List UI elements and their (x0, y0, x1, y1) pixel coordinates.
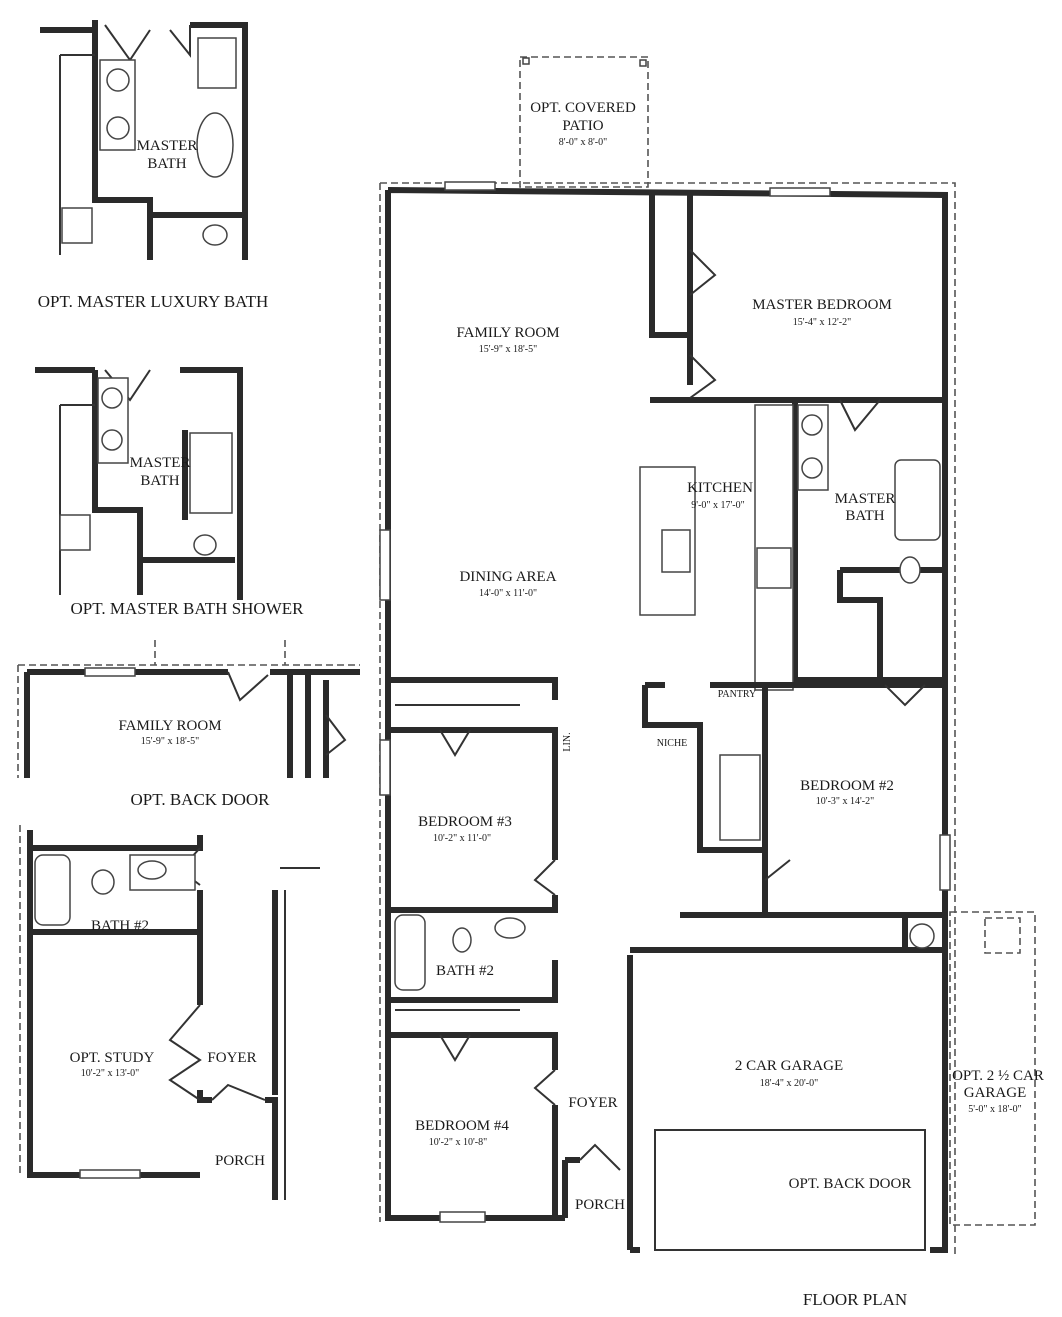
family-room-size: 15'-9" x 18'-5" (479, 344, 537, 355)
shower-bath-room-label: MASTER (130, 455, 191, 471)
door-swing (839, 399, 881, 432)
opt-garage-label: GARAGE (964, 1085, 1027, 1101)
bedroom-2-size: 10'-3" x 14'-2" (816, 796, 874, 807)
porch-walls (562, 1157, 580, 1218)
opt-master-bath-shower: MASTER BATH OPT. MASTER BATH SHOWER (35, 367, 305, 618)
study-room-size: 10'-2" x 13'-0" (81, 1068, 139, 1079)
main-room-labels: OPT. COVERED PATIO 8'-0" x 8'-0" FAMILY … (415, 100, 1044, 1309)
water-heater (909, 923, 935, 949)
exterior-wall (385, 187, 948, 1253)
door-swing (689, 249, 717, 399)
garage-utility-walls (630, 912, 945, 953)
porch-label: PORCH (575, 1197, 625, 1213)
exterior-offset-line (379, 182, 956, 1258)
master-bedroom-size: 15'-4" x 12'-2" (793, 317, 851, 328)
patio-label: OPT. COVERED (530, 100, 636, 116)
garage-door-outline (654, 1129, 926, 1251)
master-bath-label: BATH (845, 508, 884, 524)
bath-2-label: BATH #2 (436, 963, 494, 979)
patio-size: 8'-0" x 8'-0" (559, 137, 607, 148)
bedroom-4-size: 10'-2" x 10'-8" (429, 1137, 487, 1148)
opt-back-door: FAMILY ROOM 15'-9" x 18'-5" OPT. BACK DO… (17, 640, 360, 809)
back-door-room-size: 15'-9" x 18'-5" (141, 736, 199, 747)
bath-shower-caption: OPT. MASTER BATH SHOWER (71, 599, 305, 618)
opt-garage-outline (949, 911, 1036, 1226)
kitchen-label: KITCHEN (687, 480, 753, 496)
front-door-swing (579, 1143, 621, 1171)
opt-garage-label: OPT. 2 ½ CAR (952, 1068, 1044, 1084)
master-bath-label: MASTER (835, 491, 896, 507)
master-bath-walls (792, 400, 945, 683)
bedroom-3-size: 10'-2" x 11'-0" (433, 833, 491, 844)
door-swing (764, 684, 926, 881)
bedroom-2-label: BEDROOM #2 (800, 778, 894, 794)
garage-label: 2 CAR GARAGE (735, 1058, 843, 1074)
bedroom-2-walls (765, 682, 945, 918)
bedroom-3-label: BEDROOM #3 (418, 814, 512, 830)
garage-size: 18'-4" x 20'-0" (760, 1078, 818, 1089)
bedroom-4-label: BEDROOM #4 (415, 1118, 509, 1134)
opt-study: BATH #2 OPT. STUDY 10'-2" x 13'-0" FOYER… (19, 825, 320, 1200)
dining-area-label: DINING AREA (459, 569, 556, 585)
study-bath-label: BATH #2 (91, 918, 149, 934)
kitchen-size: 9'-0" x 17'-0" (691, 500, 744, 511)
study-porch-label: PORCH (215, 1153, 265, 1169)
master-bedroom-label: MASTER BEDROOM (752, 297, 892, 313)
back-door-room-label: FAMILY ROOM (118, 718, 221, 734)
luxury-bath-room-label: MASTER (137, 138, 198, 154)
floor-plan-title: FLOOR PLAN (803, 1290, 907, 1309)
main-floor-plan (379, 56, 1036, 1258)
covered-patio-outline (519, 56, 649, 188)
opt-garage-size: 5'-0" x 18'-0" (968, 1104, 1021, 1115)
luxury-bath-caption: OPT. MASTER LUXURY BATH (38, 292, 268, 311)
bedroom-walls (388, 677, 558, 1218)
patio-label: PATIO (562, 118, 603, 134)
shower-bath-room-label: BATH (140, 473, 179, 489)
dining-area-size: 14'-0" x 11'-0" (479, 588, 537, 599)
study-foyer-label: FOYER (207, 1050, 256, 1066)
foyer-label: FOYER (568, 1095, 617, 1111)
study-room-label: OPT. STUDY (70, 1050, 155, 1066)
linen-label: LIN. (562, 732, 573, 751)
back-door-caption: OPT. BACK DOOR (130, 790, 270, 809)
opt-back-door-label: OPT. BACK DOOR (789, 1176, 912, 1192)
niche-label: NICHE (657, 738, 688, 749)
family-room-label: FAMILY ROOM (456, 325, 559, 341)
door-swing (395, 704, 556, 1106)
pantry-label: PANTRY (718, 689, 757, 700)
luxury-bath-room-label: BATH (147, 156, 186, 172)
opt-master-luxury-bath: MASTER BATH OPT. MASTER LUXURY BATH (38, 20, 268, 311)
